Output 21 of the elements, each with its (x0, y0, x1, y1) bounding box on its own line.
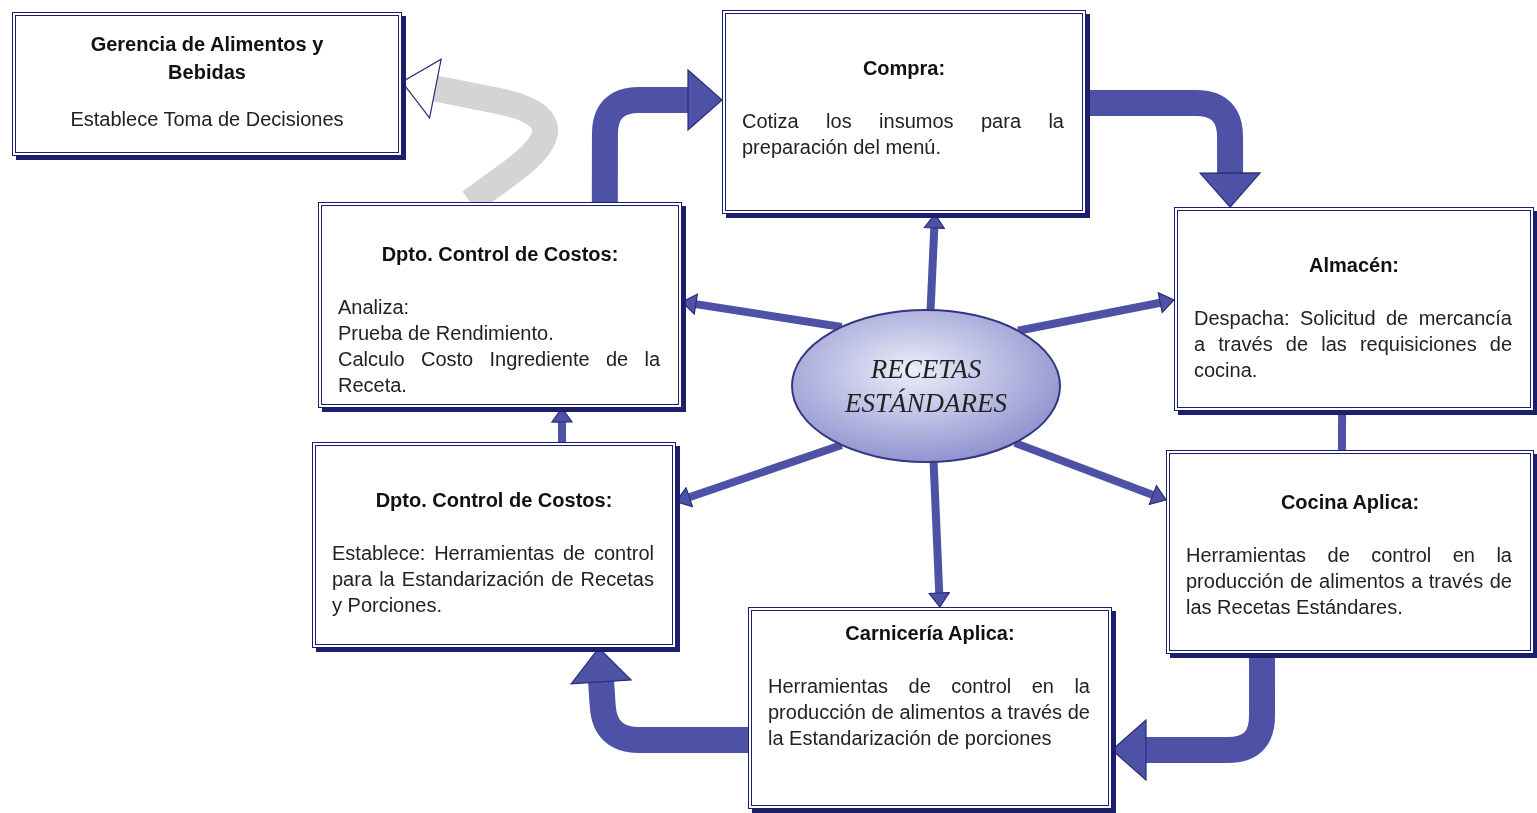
box-text: Calculo Costo Ingrediente de la Receta. (337, 347, 661, 398)
oval-label: RECETAS ESTÁNDARES (843, 353, 1008, 420)
box-text: Establece: Herramientas de control para la Estandarización de Recetas y Porciones. (331, 541, 655, 618)
arrow (1013, 439, 1167, 505)
box-title: Cocina Aplica: (1279, 490, 1421, 515)
oval-node (790, 308, 1062, 464)
box-text: Cotiza los insumos para la preparación del menú. (741, 109, 1065, 160)
box-title: Gerencia de Alimentos y Bebidas (89, 32, 325, 85)
arrow (928, 461, 950, 608)
box-title: Dpto. Control de Costos: (374, 488, 614, 513)
box-text: Herramientas de control en la producción de alimentos a través de las Recetas Estándares. (1185, 543, 1513, 620)
box-title: Carnicería Aplica: (844, 621, 1016, 646)
box-text: Establece Toma de Decisiones (69, 107, 345, 132)
arrow (1017, 292, 1175, 335)
box-title: Almacén: (1308, 253, 1400, 278)
box-title: Dpto. Control de Costos: (380, 242, 620, 267)
box-text: Herramientas de control en la producción de alimentos a través de la Estandarización de porciones (767, 674, 1091, 751)
box-text: Despacha: Solicitud de mercancía a través de las requisiciones de cocina. (1193, 306, 1513, 383)
box-text: Prueba de Rendimiento. (337, 321, 555, 346)
box-title: Compra: (861, 56, 947, 81)
box-text: Analiza: (337, 295, 411, 320)
